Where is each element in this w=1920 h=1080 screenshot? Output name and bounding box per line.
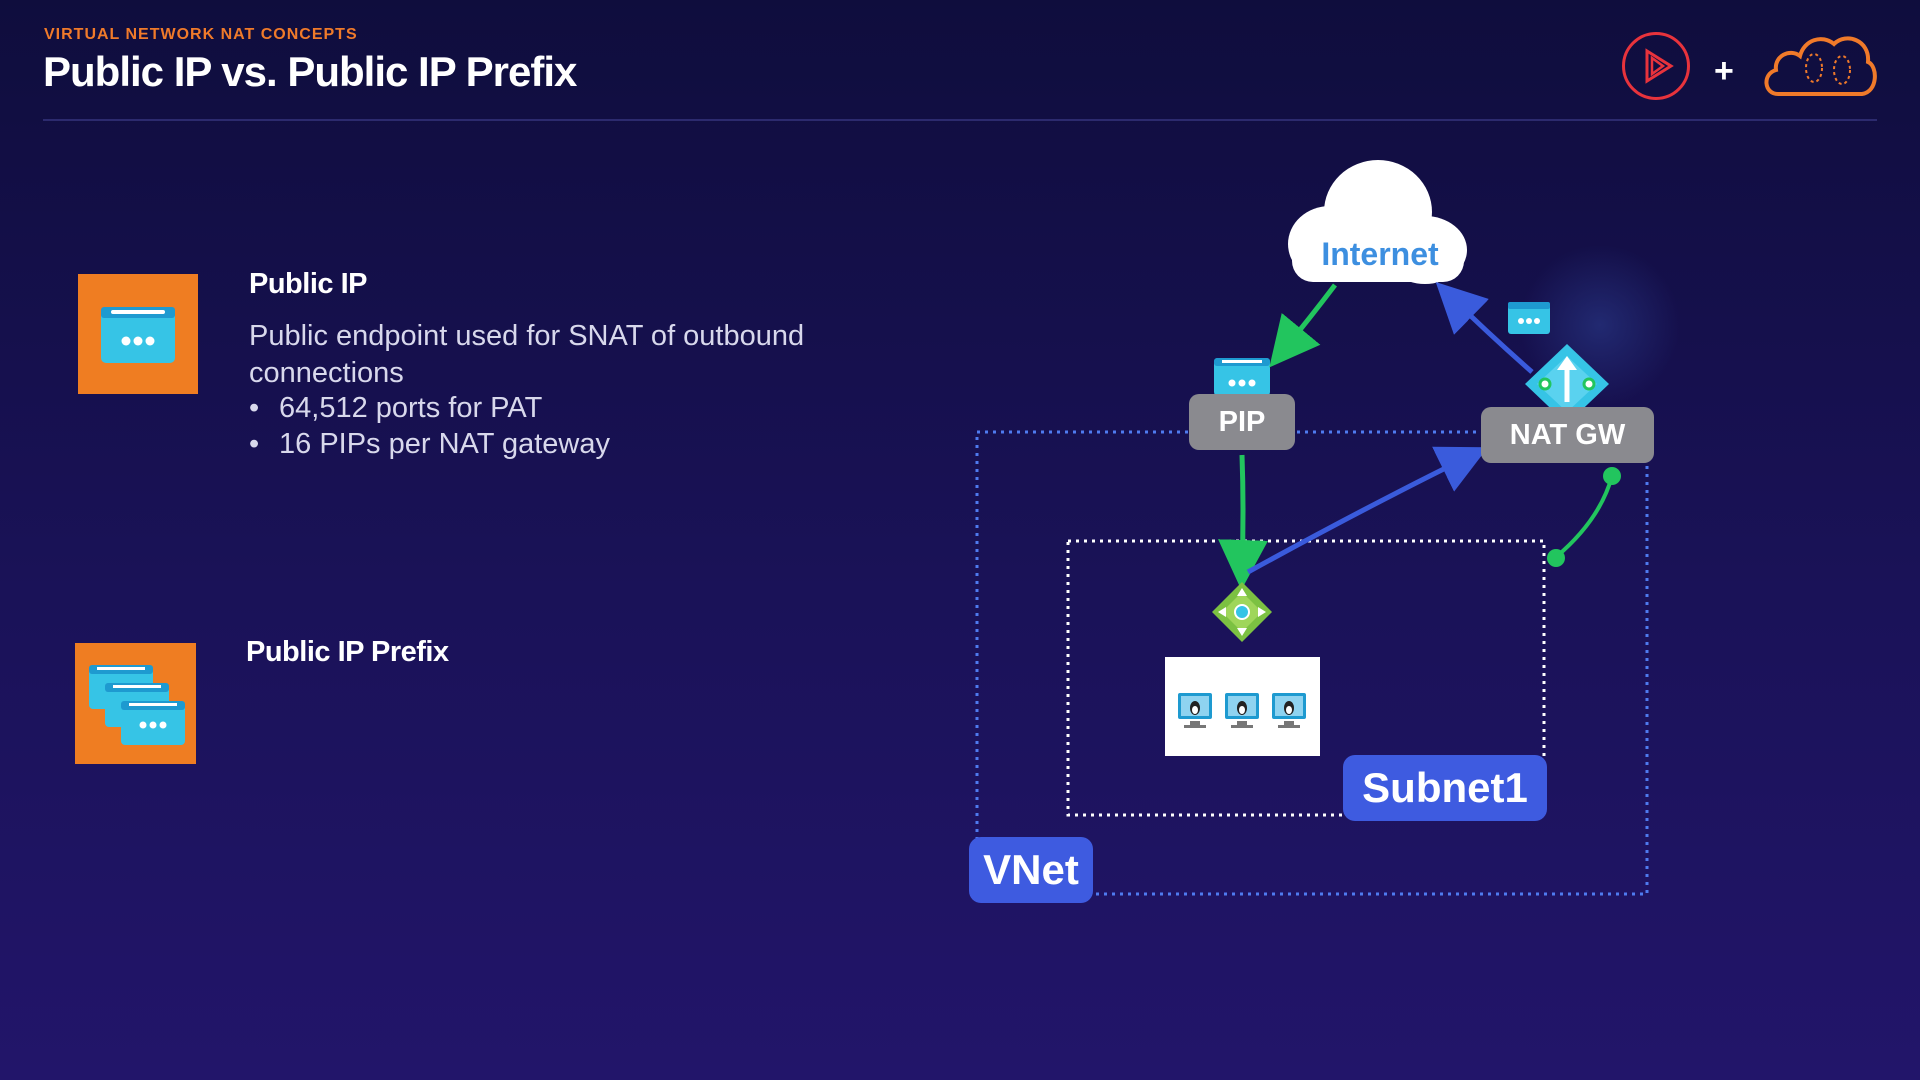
nat-gateway-icon xyxy=(1525,344,1609,424)
public-ip-prefix-title: Public IP Prefix xyxy=(246,636,449,668)
pip-small-icon xyxy=(1508,302,1550,334)
internet-label: Internet xyxy=(1321,236,1439,272)
internet-to-pip-arrow xyxy=(1269,283,1337,368)
bullet-item: 64,512 ports for PAT xyxy=(249,390,610,426)
public-ip-description: Public endpoint used for SNAT of outboun… xyxy=(249,320,805,389)
cloud-icon xyxy=(1288,160,1467,284)
cloud-logo-icon xyxy=(1764,36,1877,96)
lb-to-nat-arrow xyxy=(1246,446,1488,575)
header-divider xyxy=(43,119,1877,121)
vm-icon xyxy=(1272,693,1306,728)
vm-icon xyxy=(1225,693,1259,728)
public-ip-title: Public IP xyxy=(249,268,367,300)
vm-group xyxy=(1165,657,1320,756)
nat-to-subnet-link xyxy=(1554,475,1614,559)
load-balancer-icon xyxy=(1212,582,1272,642)
subnet-boundary xyxy=(1066,539,1546,817)
public-ip-bullets: 64,512 ports for PAT 16 PIPs per NAT gat… xyxy=(249,390,610,462)
vnet-label: VNet xyxy=(969,837,1093,903)
vm-icon xyxy=(1178,693,1212,728)
nat-gw-label: NAT GW xyxy=(1481,407,1654,463)
public-ip-icon xyxy=(78,274,198,394)
subnet-label: Subnet1 xyxy=(1343,755,1547,821)
pip-to-lb-arrow xyxy=(1218,454,1268,590)
public-ip-prefix-icon xyxy=(75,643,196,764)
nat-to-internet-arrow xyxy=(1435,282,1534,374)
page-title: Public IP vs. Public IP Prefix xyxy=(43,48,577,95)
play-logo-icon xyxy=(1622,32,1690,100)
plus-sign: + xyxy=(1714,52,1734,90)
vnet-boundary xyxy=(975,430,1649,896)
pip-label: PIP xyxy=(1189,394,1295,450)
section-eyebrow: VIRTUAL NETWORK NAT CONCEPTS xyxy=(44,26,358,43)
pip-icon xyxy=(1214,358,1270,396)
bullet-item: 16 PIPs per NAT gateway xyxy=(249,426,610,462)
